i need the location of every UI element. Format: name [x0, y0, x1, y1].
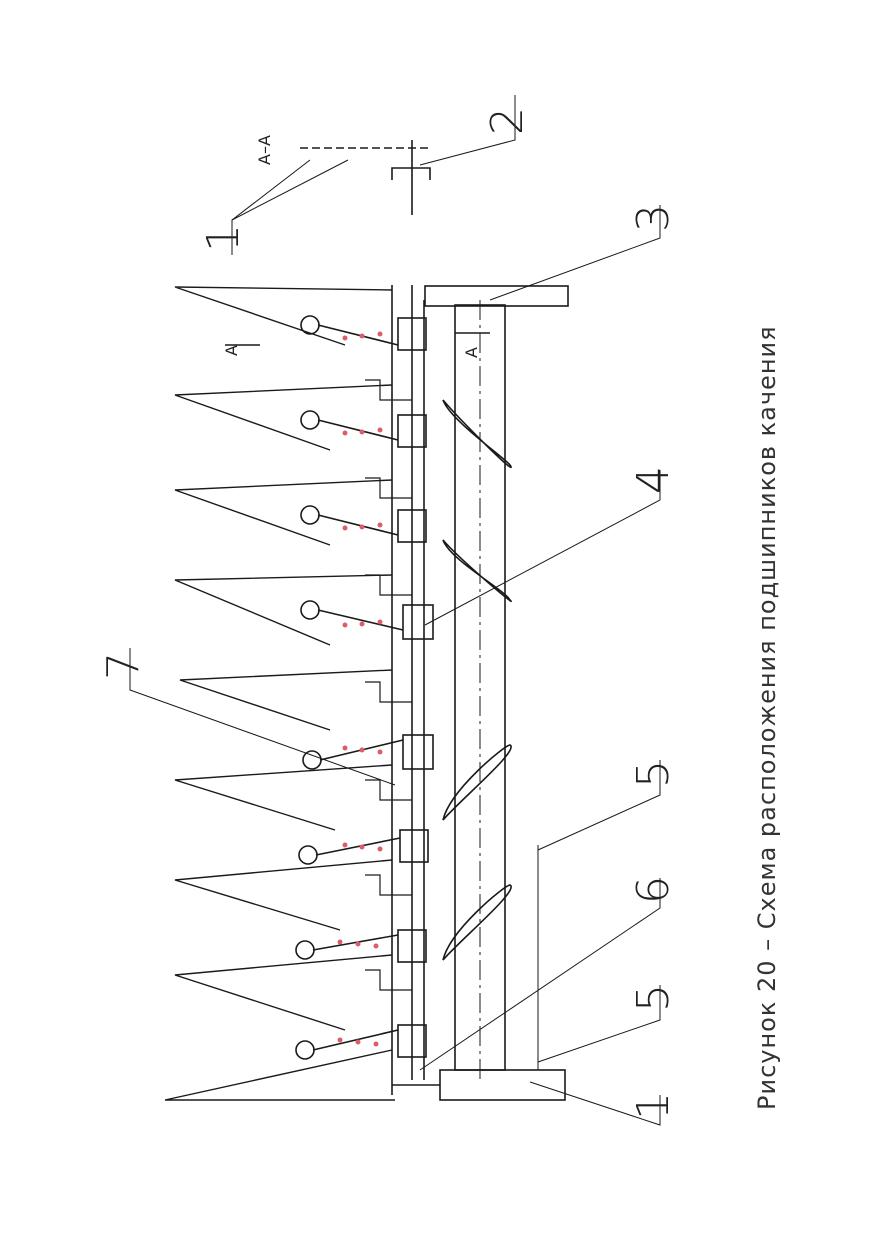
callout-1-bottom: 1 — [628, 1092, 679, 1120]
auger-tube — [454, 304, 506, 1071]
section-mark-right: А — [462, 347, 481, 358]
callout-5-lower: 5 — [628, 984, 679, 1012]
bearing-markers — [337, 331, 383, 1047]
callout-5-upper: 5 — [628, 760, 679, 788]
leader-lines — [129, 95, 661, 1126]
callout-7: 7 — [98, 652, 149, 680]
callout-2: 2 — [482, 107, 533, 135]
side-wall-bottom — [439, 1069, 566, 1101]
callout-3: 3 — [628, 204, 679, 232]
callout-1-top: 1 — [198, 224, 249, 252]
drive-bolts — [365, 379, 412, 991]
callout-6: 6 — [628, 876, 679, 904]
side-wall-top — [424, 285, 569, 307]
figure-caption: Рисунок 20 – Схема расположения подшипни… — [753, 325, 781, 1110]
crop-dividers — [164, 286, 395, 1101]
callout-4: 4 — [628, 466, 679, 494]
section-view-bracket — [391, 167, 431, 180]
section-label: А–А — [255, 135, 274, 165]
section-mark-left: А — [222, 345, 241, 356]
auger-flights — [442, 399, 512, 961]
